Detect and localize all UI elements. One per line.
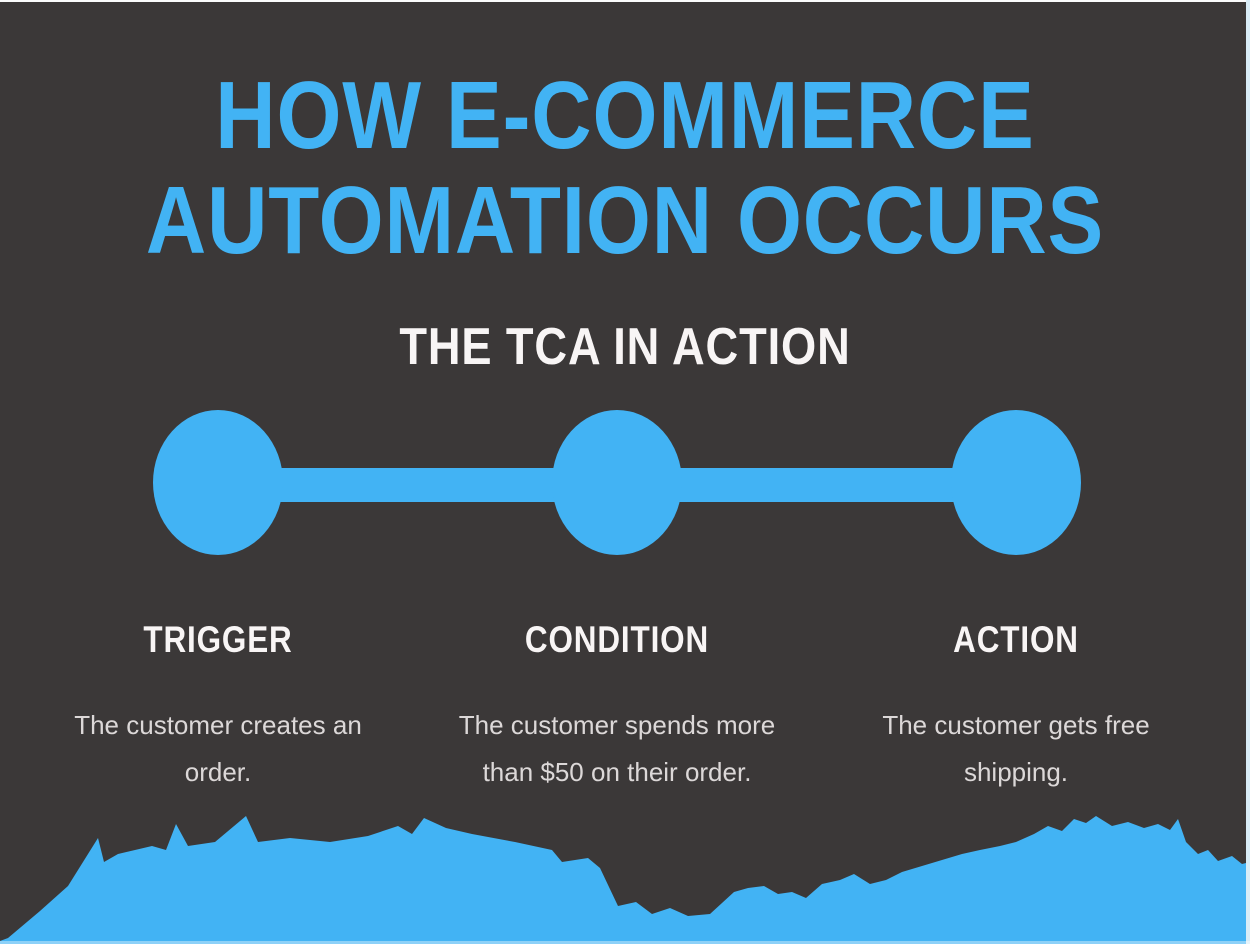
bottom-wave-decoration [0,816,1250,944]
step-trigger-description: The customer creates an order. [74,710,362,787]
subtitle-text: THE TCA IN ACTION [399,318,851,376]
step-condition: CONDITION The customer spends more than … [439,618,795,796]
step-action-description: The customer gets free shipping. [882,710,1150,787]
main-title: HOW E-COMMERCE AUTOMATION OCCURS [0,62,1250,274]
step-condition-label: CONDITION [524,619,710,660]
page-edge-top [0,0,1250,2]
step-action: ACTION The customer gets free shipping. [838,618,1194,796]
timeline-node-action [951,410,1081,555]
timeline-connector-2 [618,468,1016,502]
step-trigger-label: TRIGGER [143,619,293,660]
step-action-label: ACTION [953,619,1079,660]
timeline-node-trigger [153,410,283,555]
step-condition-description: The customer spends more than $50 on the… [458,710,776,787]
main-title-line-1: HOW E-COMMERCE [215,62,1035,169]
step-trigger: TRIGGER The customer creates an order. [40,618,396,796]
page-edge-right [1246,0,1250,944]
main-title-line-2: AUTOMATION OCCURS [145,166,1105,274]
timeline-connector-1 [220,468,618,502]
page-edge-bottom [0,941,1250,944]
timeline-node-condition [552,410,682,555]
subtitle: THE TCA IN ACTION [0,317,1250,377]
